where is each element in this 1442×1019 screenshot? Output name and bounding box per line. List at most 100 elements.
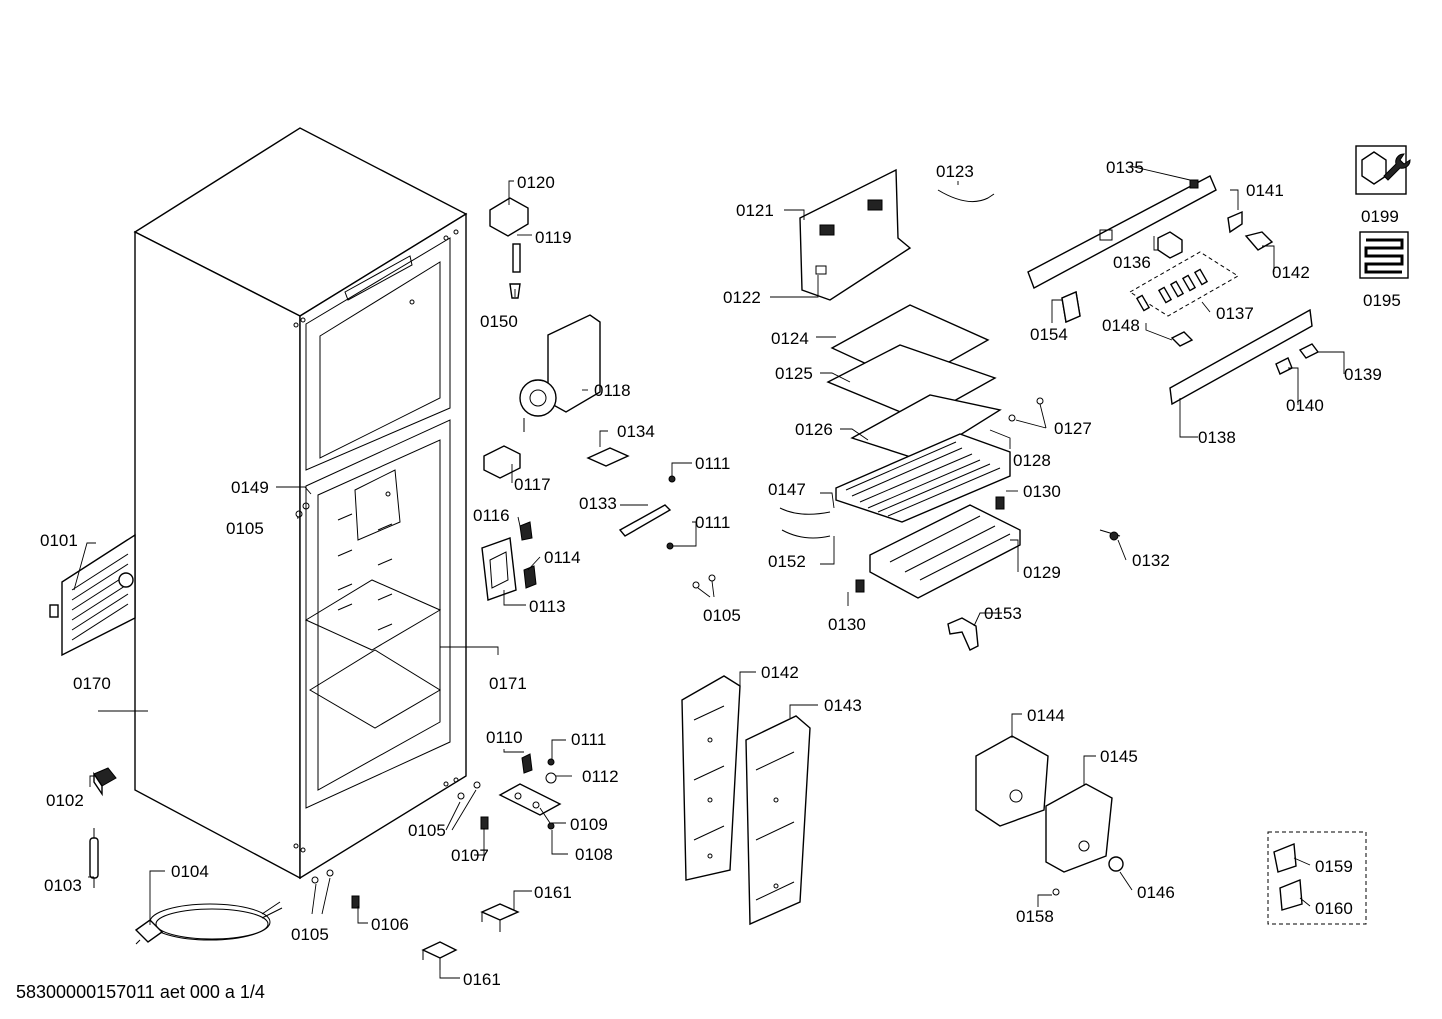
callout-0143: 0143: [824, 696, 862, 715]
callout-0160: 0160: [1315, 899, 1353, 918]
part-0135-control-rail: [1027, 175, 1274, 289]
callout-0128: 0128: [1013, 451, 1051, 470]
thermostat-parts: [481, 521, 537, 601]
callout-0145: 0145: [1100, 747, 1138, 766]
part-0118-fan-duct: [519, 314, 601, 432]
callout-0110: 0110: [486, 728, 523, 747]
callout-0108: 0108: [575, 845, 613, 864]
part-0109-hinge: [498, 475, 676, 830]
vent-parts: [483, 445, 672, 537]
callout-0109: 0109: [570, 815, 608, 834]
callout-0101: 0101: [40, 531, 78, 550]
callout-0105: 0105: [703, 606, 741, 625]
callout-0144: 0144: [1027, 706, 1065, 725]
callout-0158: 0158: [1016, 907, 1054, 926]
evaporator-plates: [826, 304, 1002, 461]
callout-0133: 0133: [579, 494, 617, 513]
callout-0159: 0159: [1315, 857, 1353, 876]
callout-0106: 0106: [371, 915, 409, 934]
callout-0138: 0138: [1198, 428, 1236, 447]
callout-0124: 0124: [771, 329, 809, 348]
part-0143-panel: [745, 715, 811, 926]
small-hardware: [295, 397, 1060, 909]
callout-0114: 0114: [544, 548, 581, 567]
wrench-nut-icon: [1355, 145, 1411, 195]
callout-0139: 0139: [1344, 365, 1382, 384]
callout-0132: 0132: [1132, 551, 1170, 570]
part-0123-cable: [937, 189, 995, 203]
callout-0199: 0199: [1361, 207, 1399, 226]
callout-0135: 0135: [1106, 158, 1144, 177]
callout-0105: 0105: [291, 925, 329, 944]
part-0101-rear-cover: [49, 533, 136, 657]
callout-0170: 0170: [73, 674, 111, 693]
part-0138-trim-strip: [1169, 308, 1320, 406]
callout-0111: 0111: [571, 730, 606, 749]
cabinet-body: [133, 127, 468, 880]
callout-0102: 0102: [46, 791, 84, 810]
callout-0126: 0126: [795, 420, 833, 439]
callout-0111: 0111: [695, 454, 730, 473]
part-0104-power-cord: [134, 901, 283, 945]
callout-0117: 0117: [514, 475, 551, 494]
part-0144-housing: [975, 735, 1049, 827]
callout-0116: 0116: [473, 506, 510, 525]
part-0161-brackets: [421, 903, 520, 970]
callout-0195: 0195: [1363, 291, 1401, 310]
callout-0161: 0161: [534, 883, 572, 902]
callout-0136: 0136: [1113, 253, 1151, 272]
callout-0142: 0142: [761, 663, 799, 682]
callout-0120: 0120: [517, 173, 555, 192]
callout-0171: 0171: [489, 674, 527, 693]
callout-0123: 0123: [936, 162, 974, 181]
callout-0134: 0134: [617, 422, 655, 441]
callout-0148: 0148: [1102, 316, 1140, 335]
spare-parts-box: [1267, 831, 1367, 925]
callout-0146: 0146: [1137, 883, 1175, 902]
leader-lines: [73, 165, 1345, 979]
callout-0154: 0154: [1030, 325, 1068, 344]
part-0145-housing: [1045, 783, 1124, 873]
callout-0105: 0105: [226, 519, 264, 538]
hinge-cap-group: [489, 197, 529, 299]
callout-0150: 0150: [480, 312, 518, 331]
callout-0122: 0122: [723, 288, 761, 307]
callout-0127: 0127: [1054, 419, 1092, 438]
callout-0153: 0153: [984, 604, 1022, 623]
part-0102-clip: [93, 767, 117, 797]
part-0154: [1061, 291, 1081, 323]
callout-0103: 0103: [44, 876, 82, 895]
callout-0118: 0118: [594, 381, 631, 400]
callout-labels: 0101 0102 0103 0104 0105 0105 0105 0105 …: [40, 158, 1401, 989]
callout-0125: 0125: [775, 364, 813, 383]
callout-0142: 0142: [1272, 263, 1310, 282]
heaters: [779, 507, 831, 539]
callout-0161: 0161: [463, 970, 501, 989]
callout-0119: 0119: [535, 228, 572, 247]
callout-0113: 0113: [529, 597, 566, 616]
part-0103-sensor: [89, 828, 99, 888]
part-0121-evaporator-cover: [799, 168, 912, 301]
callout-0112: 0112: [582, 767, 619, 786]
callout-0152: 0152: [768, 552, 806, 571]
drawing-reference-footer: 58300000157011 aet 000 a 1/4: [16, 982, 265, 1002]
drain-parts: [947, 529, 1121, 651]
callout-0137: 0137: [1216, 304, 1254, 323]
part-0128-evaporator: [835, 433, 1011, 523]
callout-0105: 0105: [408, 821, 446, 840]
callout-0147: 0147: [768, 480, 806, 499]
callout-0111: 0111: [695, 513, 730, 532]
callout-0104: 0104: [171, 862, 209, 881]
callout-0121: 0121: [736, 201, 774, 220]
callout-0130: 0130: [1023, 482, 1061, 501]
callout-0107: 0107: [451, 846, 489, 865]
callout-0149: 0149: [231, 478, 269, 497]
part-0142-panel: [681, 675, 741, 881]
part-0129-drip-tray: [855, 496, 1021, 599]
callout-0141: 0141: [1246, 181, 1284, 200]
callout-0130: 0130: [828, 615, 866, 634]
callout-0129: 0129: [1023, 563, 1061, 582]
coil-icon: [1359, 231, 1409, 279]
